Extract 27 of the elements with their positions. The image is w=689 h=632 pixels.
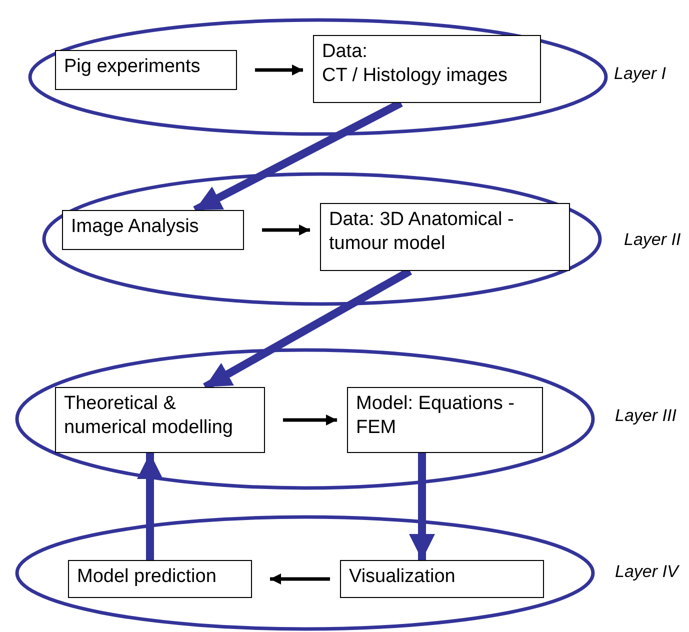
layer-label: Layer III xyxy=(615,406,676,426)
box-text: Model prediction xyxy=(77,565,218,589)
box-text: CT / Histology images xyxy=(322,64,508,88)
arrow xyxy=(409,453,435,560)
layer-label: Layer II xyxy=(624,230,681,250)
arrow xyxy=(270,574,330,584)
box-text: Theoretical & numerical modelling xyxy=(64,392,234,440)
process-box xyxy=(62,210,244,250)
process-box xyxy=(313,35,541,103)
box-text: Pig experiments xyxy=(64,55,202,79)
process-box xyxy=(347,387,543,453)
arrow xyxy=(283,414,337,426)
arrow xyxy=(255,64,303,76)
box-text: Model: Equations - FEM xyxy=(356,392,516,440)
process-box xyxy=(340,560,544,598)
box-text: Visualization xyxy=(349,565,456,589)
process-box xyxy=(55,387,265,453)
box-text: Data: 3D Anatomical - tumour model xyxy=(329,208,515,256)
layer-label: Layer I xyxy=(614,64,666,84)
box-text: Image Analysis xyxy=(71,215,200,239)
process-box xyxy=(68,560,252,598)
layer-label: Layer IV xyxy=(615,562,678,582)
box-text: Data: xyxy=(322,40,368,64)
process-box xyxy=(320,203,570,271)
arrow xyxy=(262,224,310,236)
arrow xyxy=(137,453,163,560)
process-box xyxy=(55,50,237,90)
